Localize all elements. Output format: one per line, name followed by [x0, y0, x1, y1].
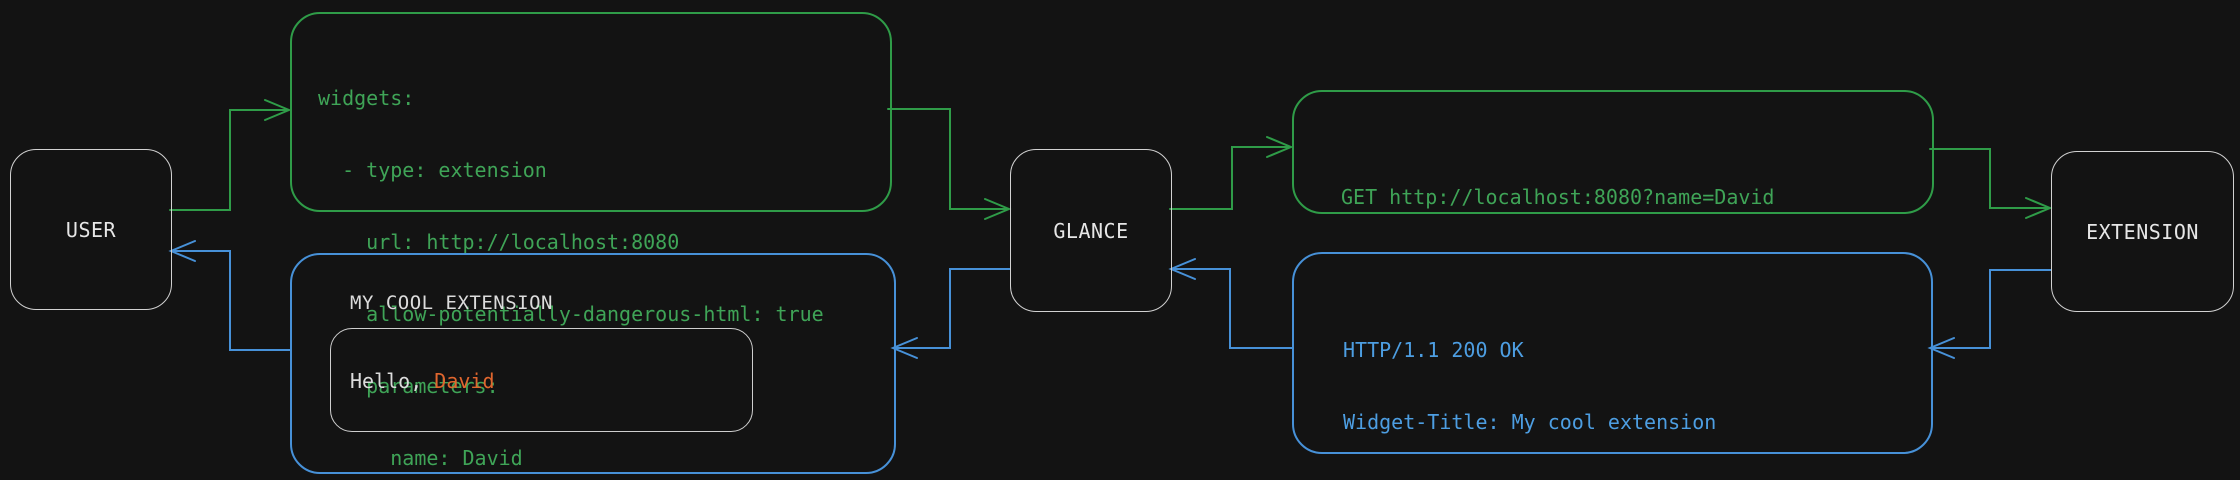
widget-greeting: Hello, David [350, 369, 495, 393]
code-line: name: David [318, 446, 523, 470]
widget-preview-title: MY COOL EXTENSION [350, 292, 553, 314]
config-yaml-code: widgets: - type: extension url: http://l… [318, 38, 824, 480]
code-line: allow-potentially-dangerous-html: true [318, 302, 824, 326]
node-glance-label: GLANCE [1053, 218, 1129, 243]
arrow-preview-to-user [168, 240, 291, 351]
node-glance: GLANCE [1010, 149, 1172, 312]
http-request-code: GET http://localhost:8080?name=David [1341, 137, 1774, 257]
arrow-glance-to-preview [890, 268, 1011, 359]
widget-preview-content-box [330, 328, 753, 432]
config-yaml-box [290, 12, 892, 212]
code-line: GET http://localhost:8080?name=David [1341, 185, 1775, 209]
arrow-user-to-config [169, 99, 292, 211]
arrow-glance-to-request [1169, 136, 1294, 210]
arrow-request-to-extension [1929, 148, 2053, 219]
greeting-prefix: Hello, [350, 369, 435, 393]
http-request-box [1292, 90, 1934, 214]
code-line: - type: extension [318, 158, 547, 182]
code-line: url: http://localhost:8080 [318, 230, 680, 254]
arrow-extension-to-response [1927, 269, 2052, 359]
http-response-code: HTTP/1.1 200 OK Widget-Title: My cool ex… [1343, 290, 1909, 480]
arrow-response-to-glance [1168, 258, 1293, 349]
node-extension-label: EXTENSION [2086, 219, 2199, 244]
greeting-name: David [434, 369, 495, 393]
node-user-label: USER [65, 217, 117, 242]
arrow-config-to-glance [887, 108, 1012, 220]
code-line: parameters: [318, 374, 499, 398]
code-line: HTTP/1.1 200 OK [1343, 338, 1524, 362]
node-user: USER [10, 149, 172, 310]
node-extension: EXTENSION [2051, 151, 2234, 312]
http-response-box [1292, 252, 1933, 454]
widget-preview-box [290, 253, 896, 474]
code-line: widgets: [318, 86, 415, 110]
code-line: Widget-Title: My cool extension [1343, 410, 1717, 434]
